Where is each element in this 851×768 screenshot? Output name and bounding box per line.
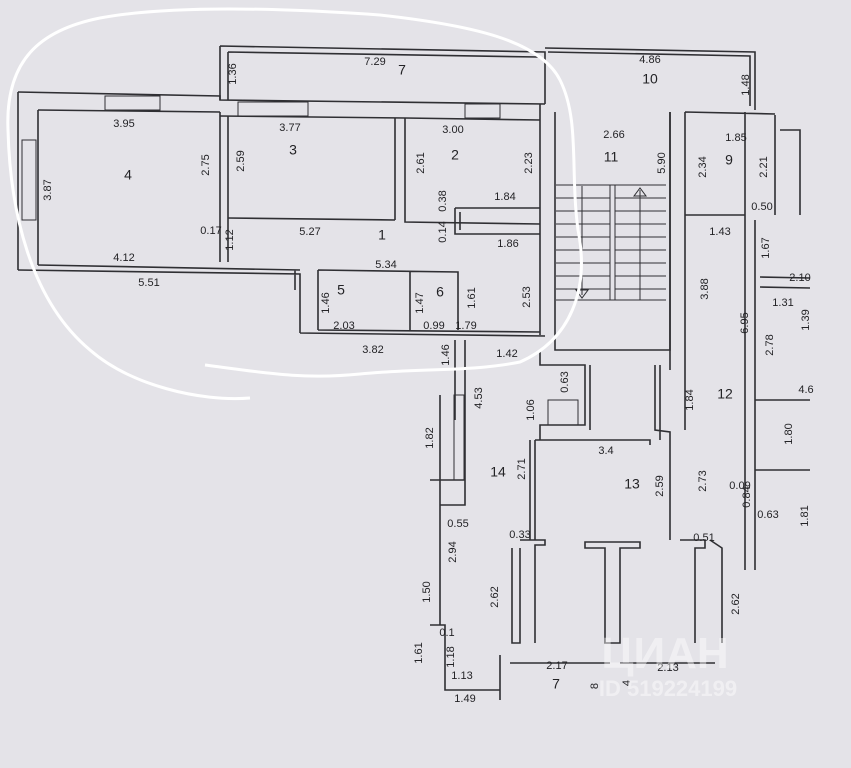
dimension-label: 4.12 xyxy=(113,252,134,264)
dimension-label: 2.59 xyxy=(235,150,247,171)
watermark-brand: ЦИАН xyxy=(601,629,728,678)
dimension-label: 0.63 xyxy=(757,509,778,521)
dimension-label: 1.61 xyxy=(413,642,425,663)
dimension-label: 3.88 xyxy=(699,278,711,299)
dimension-label: 3.00 xyxy=(442,124,463,136)
dimension-label: 2.73 xyxy=(697,470,709,491)
room-12: 12 xyxy=(717,386,733,402)
dimension-label: 2.71 xyxy=(516,458,528,479)
dimension-label: 1.49 xyxy=(454,693,475,705)
room-6: 6 xyxy=(436,284,444,300)
dimension-label: 2.94 xyxy=(447,541,459,562)
dimension-label: 1.85 xyxy=(725,132,746,144)
vertical-dimensions: 1.36 1.48 3.87 2.75 2.59 2.61 2.23 5.90 2.34 2.21… xyxy=(42,63,812,689)
dimension-label: 3.77 xyxy=(279,122,300,134)
dimension-label: 0.17 xyxy=(200,225,221,237)
dimension-label: 2.75 xyxy=(200,154,212,175)
dimension-label: 2.13 xyxy=(657,662,678,674)
dimension-label: 0.14 xyxy=(437,221,449,242)
dimension-label: 0.1 xyxy=(439,627,454,639)
dimension-label: 2.62 xyxy=(730,593,742,614)
dimension-label: 0.38 xyxy=(437,190,449,211)
dimension-label: 1.18 xyxy=(445,646,457,667)
walls xyxy=(17,45,811,700)
dimension-label: 6.95 xyxy=(739,312,751,333)
dimension-label: 3.4 xyxy=(598,445,613,457)
dimension-label: 2.78 xyxy=(764,334,776,355)
room-7-lower: 7 xyxy=(552,676,560,692)
dimension-label: 2.34 xyxy=(697,156,709,177)
dimension-label: 3.82 xyxy=(362,344,383,356)
dimension-label: 3.87 xyxy=(42,179,54,200)
dimension-label: 5.90 xyxy=(656,152,668,173)
room-7: 7 xyxy=(398,62,406,78)
dimension-label: 0.50 xyxy=(751,201,772,213)
dimension-label: 1.42 xyxy=(496,348,517,360)
dimension-label: 0.51 xyxy=(693,532,714,544)
dimension-label: 7.29 xyxy=(364,56,385,68)
room-11: 11 xyxy=(604,149,619,165)
dimension-label: 1.12 xyxy=(224,229,236,250)
dimension-label: 1.86 xyxy=(497,238,518,250)
dimension-label: 1.43 xyxy=(709,226,730,238)
dimension-label: 1.46 xyxy=(320,292,332,313)
dimension-label: 1.46 xyxy=(440,344,452,365)
room-3: 3 xyxy=(289,142,297,158)
dimension-label: 0.84 xyxy=(741,486,753,507)
dimension-label: 0.99 xyxy=(423,320,444,332)
dimension-label: 1.81 xyxy=(799,505,811,526)
dimension-label: 1.61 xyxy=(466,287,478,308)
dimension-label: 4 xyxy=(621,680,633,686)
dimension-label: 4.53 xyxy=(473,387,485,408)
dimension-label: 2.59 xyxy=(654,475,666,496)
room-2: 2 xyxy=(451,147,459,163)
dimension-label: 2.17 xyxy=(546,660,567,672)
room-13: 13 xyxy=(624,476,640,492)
dimension-label: 1.67 xyxy=(760,237,772,258)
dimension-label: 1.50 xyxy=(421,581,433,602)
dimension-label: 5.34 xyxy=(375,259,396,271)
room-numbers: 7 10 3 2 4 11 9 1 5 6 12 14 13 7 xyxy=(124,62,733,692)
dimension-label: 0.63 xyxy=(559,371,571,392)
dimension-label: 2.61 xyxy=(415,152,427,173)
dimension-label: 5.51 xyxy=(138,277,159,289)
watermark-id: ID 519224199 xyxy=(599,676,737,701)
dimension-label: 1.39 xyxy=(800,309,812,330)
dimension-label: 0.09 xyxy=(729,480,750,492)
dimension-label: 1.13 xyxy=(451,670,472,682)
room-14: 14 xyxy=(490,464,506,480)
room-5: 5 xyxy=(337,282,345,298)
room-9: 9 xyxy=(725,152,733,168)
dimension-label: 4.6 xyxy=(798,384,813,396)
hand-drawn-circle xyxy=(6,7,583,401)
dimension-label: 8 xyxy=(589,683,601,689)
room-4: 4 xyxy=(124,167,132,183)
horizontal-dimensions: 7.29 4.86 3.95 3.77 3.00 2.66 1.85 1.84 0.50 1.43… xyxy=(113,54,813,705)
dimension-label: 1.80 xyxy=(783,423,795,444)
dimension-label: 1.82 xyxy=(424,427,436,448)
dimension-label: 1.79 xyxy=(455,320,476,332)
dimension-label: 1.47 xyxy=(414,292,426,313)
dimension-label: 2.66 xyxy=(603,129,624,141)
room-1: 1 xyxy=(378,227,386,243)
dimension-label: 2.53 xyxy=(521,286,533,307)
dimension-label: 1.36 xyxy=(227,63,239,84)
dimension-label: 1.84 xyxy=(684,389,696,410)
dimension-label: 1.06 xyxy=(525,399,537,420)
dimension-label: 5.27 xyxy=(299,226,320,238)
dimension-label: 2.10 xyxy=(789,272,810,284)
room-10: 10 xyxy=(642,71,658,87)
dimension-label: 0.55 xyxy=(447,518,468,530)
dimension-label: 1.31 xyxy=(772,297,793,309)
dimension-label: 4.86 xyxy=(639,54,660,66)
dimension-label: 1.48 xyxy=(740,74,752,95)
dimension-label: 0.33 xyxy=(509,529,530,541)
dimension-label: 2.62 xyxy=(489,586,501,607)
dimension-label: 2.23 xyxy=(523,152,535,173)
dimension-label: 2.03 xyxy=(333,320,354,332)
dimension-label: 1.84 xyxy=(494,191,515,203)
dimension-label: 2.21 xyxy=(758,156,770,177)
dimension-label: 3.95 xyxy=(113,118,134,130)
watermark: ЦИАН ID 519224199 xyxy=(599,629,737,701)
